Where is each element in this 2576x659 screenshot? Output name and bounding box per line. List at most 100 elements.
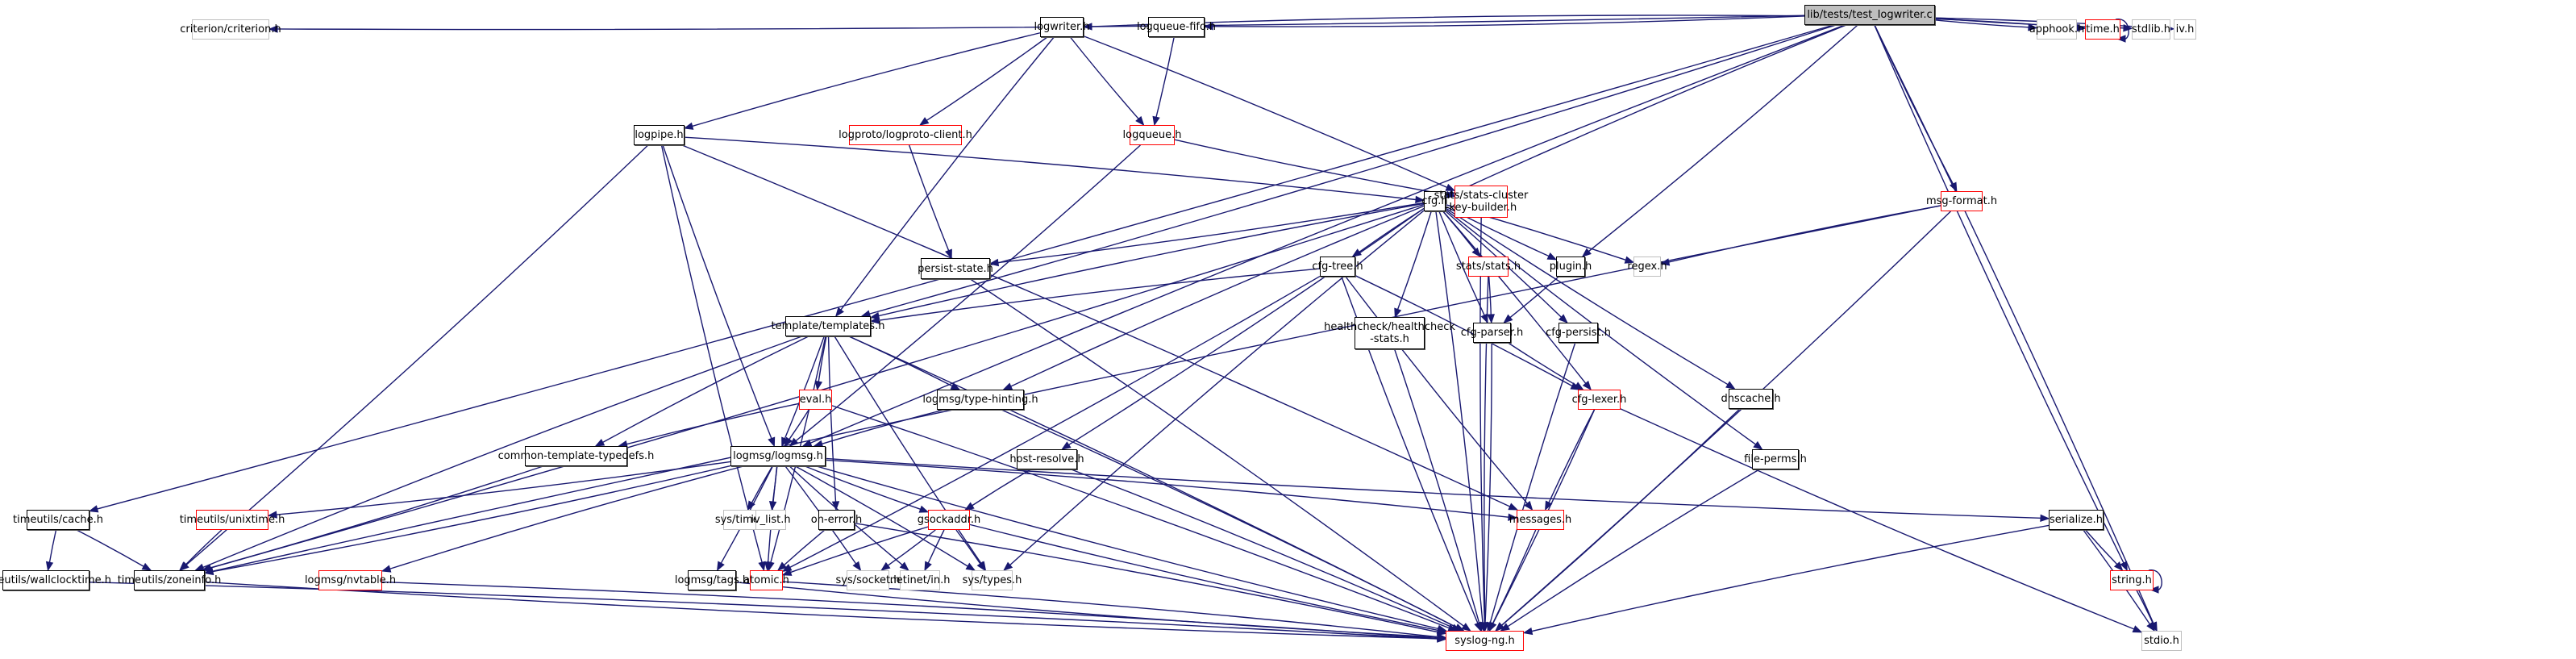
node-iv-list[interactable]: iv_list.h bbox=[751, 510, 791, 530]
edge-line bbox=[878, 202, 1425, 317]
edge-logmsg-to-messages bbox=[825, 459, 1518, 521]
edge-line bbox=[1438, 211, 1485, 316]
node-stdio[interactable]: stdio.h bbox=[2141, 631, 2182, 651]
edge-line bbox=[809, 24, 1846, 444]
edge-line bbox=[784, 529, 826, 565]
edge-line bbox=[1489, 342, 1576, 624]
node-file-perms[interactable]: file-perms.h bbox=[1744, 449, 1807, 469]
node-logwriter[interactable]: logwriter.h bbox=[1034, 17, 1090, 37]
arrowhead-icon bbox=[2132, 625, 2143, 633]
edge-line bbox=[212, 465, 731, 573]
edge-line bbox=[789, 275, 1321, 569]
edge-line bbox=[1492, 529, 1537, 624]
edge-line bbox=[89, 582, 1438, 640]
arrowhead-icon bbox=[88, 505, 99, 513]
node-host-resolve[interactable]: host-resolve.h bbox=[1009, 449, 1084, 469]
node-stdlib[interactable]: stdlib.h bbox=[2132, 19, 2170, 40]
edge-line bbox=[1083, 35, 1448, 189]
node-logproto-client[interactable]: logproto/logproto-client.h bbox=[839, 125, 972, 145]
arrowhead-icon bbox=[869, 316, 880, 324]
edge-line bbox=[878, 268, 1321, 321]
edge-root-to-plugin bbox=[1581, 24, 1858, 257]
edge-root-to-logmsg bbox=[801, 24, 1846, 447]
node-tu-unixtime[interactable]: timeutils/unixtime.h bbox=[180, 510, 285, 530]
edge-host-resolve-to-syslog-ng bbox=[1071, 469, 1462, 632]
edge-line bbox=[1452, 24, 1847, 194]
node-criterion[interactable]: criterion/criterion.h bbox=[180, 19, 281, 40]
node-time[interactable]: time.h bbox=[2085, 19, 2120, 40]
node-nvtable[interactable]: logmsg/nvtable.h bbox=[305, 570, 396, 590]
node-eval[interactable]: eval.h bbox=[799, 390, 832, 410]
edge-logwriter-to-logqueue bbox=[1069, 36, 1145, 127]
edge-line bbox=[1155, 36, 1175, 118]
edge-cfg-tree-to-templates bbox=[869, 268, 1321, 324]
node-stats[interactable]: stats/stats.h bbox=[1456, 257, 1521, 277]
node-cfg-persist[interactable]: cfg-persist.h bbox=[1546, 323, 1611, 343]
node-templates[interactable]: template/templates.h bbox=[772, 316, 884, 336]
node-common-tt[interactable]: common-template-typedefs.h bbox=[498, 446, 654, 466]
edge-templates-to-common-tt bbox=[594, 336, 809, 447]
node-on-error[interactable]: on-error.h bbox=[811, 510, 862, 530]
edge-common-tt-to-tu-zoneinfo bbox=[201, 465, 543, 572]
edge-line bbox=[185, 144, 649, 565]
arrowhead-icon bbox=[1503, 314, 1513, 323]
edge-logwriter-to-logpipe bbox=[683, 32, 1041, 130]
arrowhead-icon bbox=[1545, 500, 1553, 511]
arrowhead-icon bbox=[1152, 115, 1160, 127]
node-cfg-lexer[interactable]: cfg-lexer.h bbox=[1572, 390, 1626, 410]
node-healthcheck[interactable]: healthcheck/healthcheck -stats.h bbox=[1324, 317, 1455, 349]
node-stats-cluster-kb[interactable]: stats/stats-cluster -key-builder.h bbox=[1434, 186, 1528, 218]
node-regex[interactable]: regex.h bbox=[1627, 257, 1667, 277]
edge-cfg-to-type-hinting bbox=[1002, 205, 1425, 390]
node-logqueue[interactable]: logqueue.h bbox=[1123, 125, 1181, 145]
edge-logqueue-to-stats-cluster-kb bbox=[1174, 139, 1456, 198]
node-plugin[interactable]: plugin.h bbox=[1550, 257, 1592, 277]
arrowhead-icon bbox=[776, 561, 788, 571]
node-atomic[interactable]: atomic.h bbox=[743, 570, 789, 590]
node-iv[interactable]: iv.h bbox=[2174, 19, 2196, 40]
node-messages[interactable]: messages.h bbox=[1509, 510, 1571, 530]
node-serialize[interactable]: serialize.h bbox=[2049, 510, 2104, 530]
node-gsockaddr[interactable]: gsockaddr.h bbox=[918, 510, 980, 530]
edge-dnscache-to-syslog-ng bbox=[1495, 408, 1741, 632]
node-tu-cache[interactable]: timeutils/cache.h bbox=[13, 510, 103, 530]
node-logpipe[interactable]: logpipe.h bbox=[634, 125, 685, 145]
edge-line bbox=[681, 144, 1510, 507]
node-apphook[interactable]: apphook.h bbox=[2029, 19, 2084, 40]
node-persist-state[interactable]: persist-state.h bbox=[918, 258, 993, 279]
arrowhead-icon bbox=[1574, 382, 1584, 390]
node-sys-types[interactable]: sys/types.h bbox=[963, 570, 1022, 590]
edge-templates-to-sys-types bbox=[834, 336, 987, 572]
edge-time-to-time bbox=[2115, 19, 2129, 43]
node-msg-format[interactable]: msg-format.h bbox=[1926, 191, 1997, 211]
node-dnscache[interactable]: dnscache.h bbox=[1721, 389, 1781, 409]
arrowhead-icon bbox=[965, 562, 976, 571]
node-tu-wallclock[interactable]: timeutils/wallclocktime.h bbox=[0, 570, 111, 590]
node-logqueue-fifo[interactable]: logqueue-fifo.h bbox=[1137, 17, 1216, 37]
node-logmsg[interactable]: logmsg/logmsg.h bbox=[730, 446, 826, 466]
node-netinet-in[interactable]: netinet/in.h bbox=[890, 570, 950, 590]
node-tags[interactable]: logmsg/tags.h bbox=[675, 570, 749, 590]
arrowhead-icon bbox=[141, 562, 152, 571]
edge-line bbox=[626, 402, 800, 445]
arrowhead-icon bbox=[918, 117, 930, 126]
edge-line bbox=[926, 36, 1048, 121]
edge-line bbox=[1010, 205, 1425, 387]
edge-string-to-string bbox=[2148, 569, 2162, 594]
node-syslog-ng[interactable]: syslog-ng.h bbox=[1446, 631, 1524, 651]
node-cfg-tree[interactable]: cfg-tree.h bbox=[1312, 257, 1363, 277]
edge-line bbox=[997, 202, 1425, 264]
node-cfg[interactable]: cfg.h bbox=[1421, 191, 1448, 211]
edge-root-to-logqueue-fifo bbox=[1203, 15, 1805, 31]
node-sys-socket[interactable]: sys/socket.h bbox=[835, 570, 901, 590]
node-string[interactable]: string.h bbox=[2110, 570, 2154, 590]
edge-line bbox=[840, 36, 1055, 311]
edge-line bbox=[1445, 207, 1729, 386]
edge-line bbox=[1874, 24, 2154, 624]
node-cfg-parser[interactable]: cfg-parser.h bbox=[1461, 323, 1523, 343]
arrowhead-icon bbox=[924, 561, 932, 572]
node-type-hinting[interactable]: logmsg/type-hinting.h bbox=[922, 390, 1038, 410]
edge-logpipe-to-messages bbox=[681, 144, 1519, 511]
node-tu-zoneinfo[interactable]: timeutils/zoneinfo.h bbox=[118, 570, 221, 590]
